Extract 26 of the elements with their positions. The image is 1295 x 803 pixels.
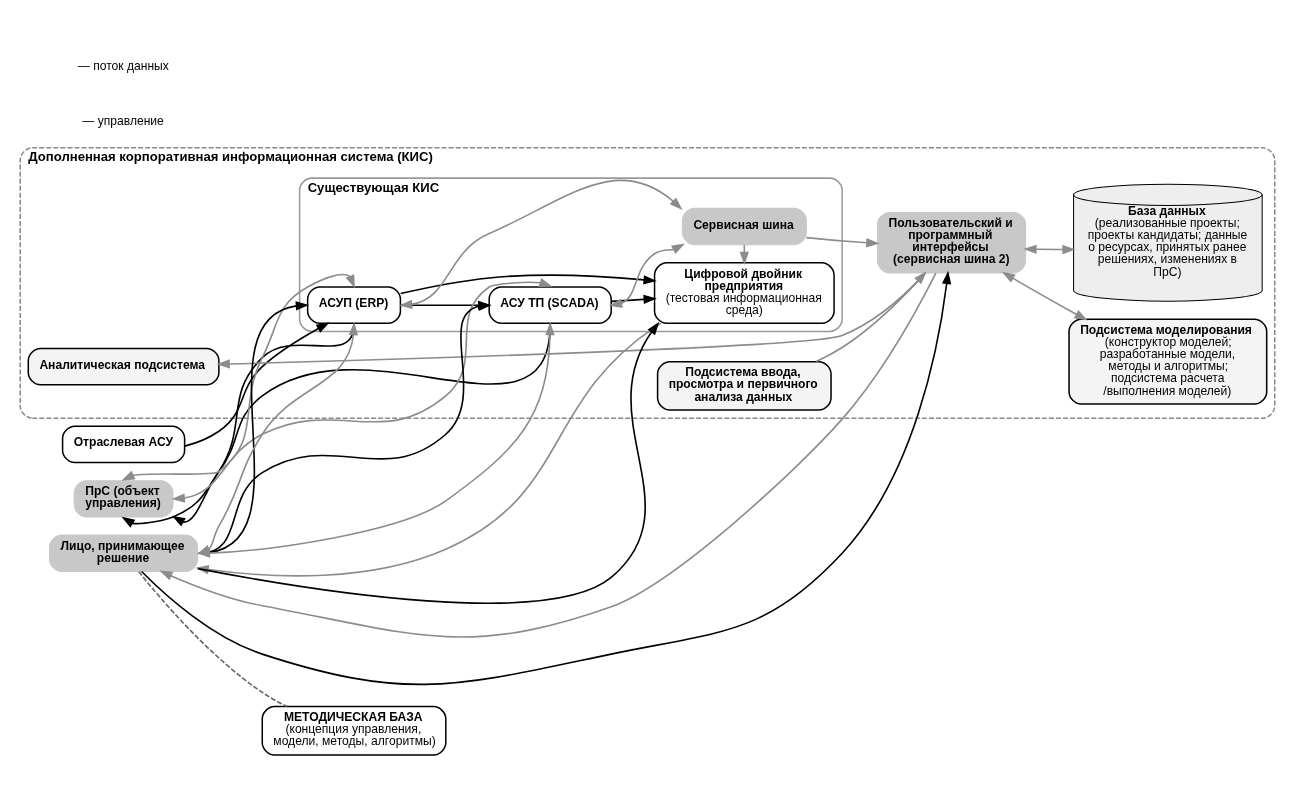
arrow: [121, 323, 355, 528]
node-box: Лицо, принимающее решение: [48, 534, 199, 572]
arrow: [610, 294, 657, 304]
node-box: Пользовательский и программный интерфейсы (сервисная шина 2): [876, 211, 1027, 273]
node-box: Подсистема моделирования (конструктор моделей; разработанные модели, методы и алгоритмы; подсистема расчета /выполнения моделей): [1068, 318, 1268, 405]
arrow: [171, 323, 551, 526]
legend-label: — поток данных: [77, 58, 169, 73]
node-box: Аналитическая подсистема: [27, 347, 220, 386]
connector: [138, 570, 288, 707]
node-box: Цифровой двойник предприятия (тестовая информационная среда): [653, 261, 835, 324]
arrow: [121, 273, 355, 481]
arrow: [608, 243, 685, 308]
arrow: [1001, 271, 1088, 320]
node-box: АСУ ТП (SCADA): [488, 285, 612, 324]
node-box: ПрС (объект управления): [73, 479, 174, 517]
arrow: [399, 273, 657, 294]
arrow: [1023, 244, 1076, 254]
arrow: [171, 277, 553, 503]
node-box: АСУП (ERP): [306, 285, 402, 324]
node-box: Сервисная шина: [681, 207, 807, 245]
legend-label: — управление: [82, 113, 164, 128]
node-box: Подсистема ввода, просмотра и первичного анализа данных: [656, 360, 832, 411]
arrow: [805, 236, 880, 247]
node-box: Отраслевая АСУ: [61, 424, 186, 463]
arrow: [184, 321, 330, 447]
node-box: МЕТОДИЧЕСКАЯ БАЗА (концепция управления, модели, методы, алгоритмы): [261, 705, 447, 756]
